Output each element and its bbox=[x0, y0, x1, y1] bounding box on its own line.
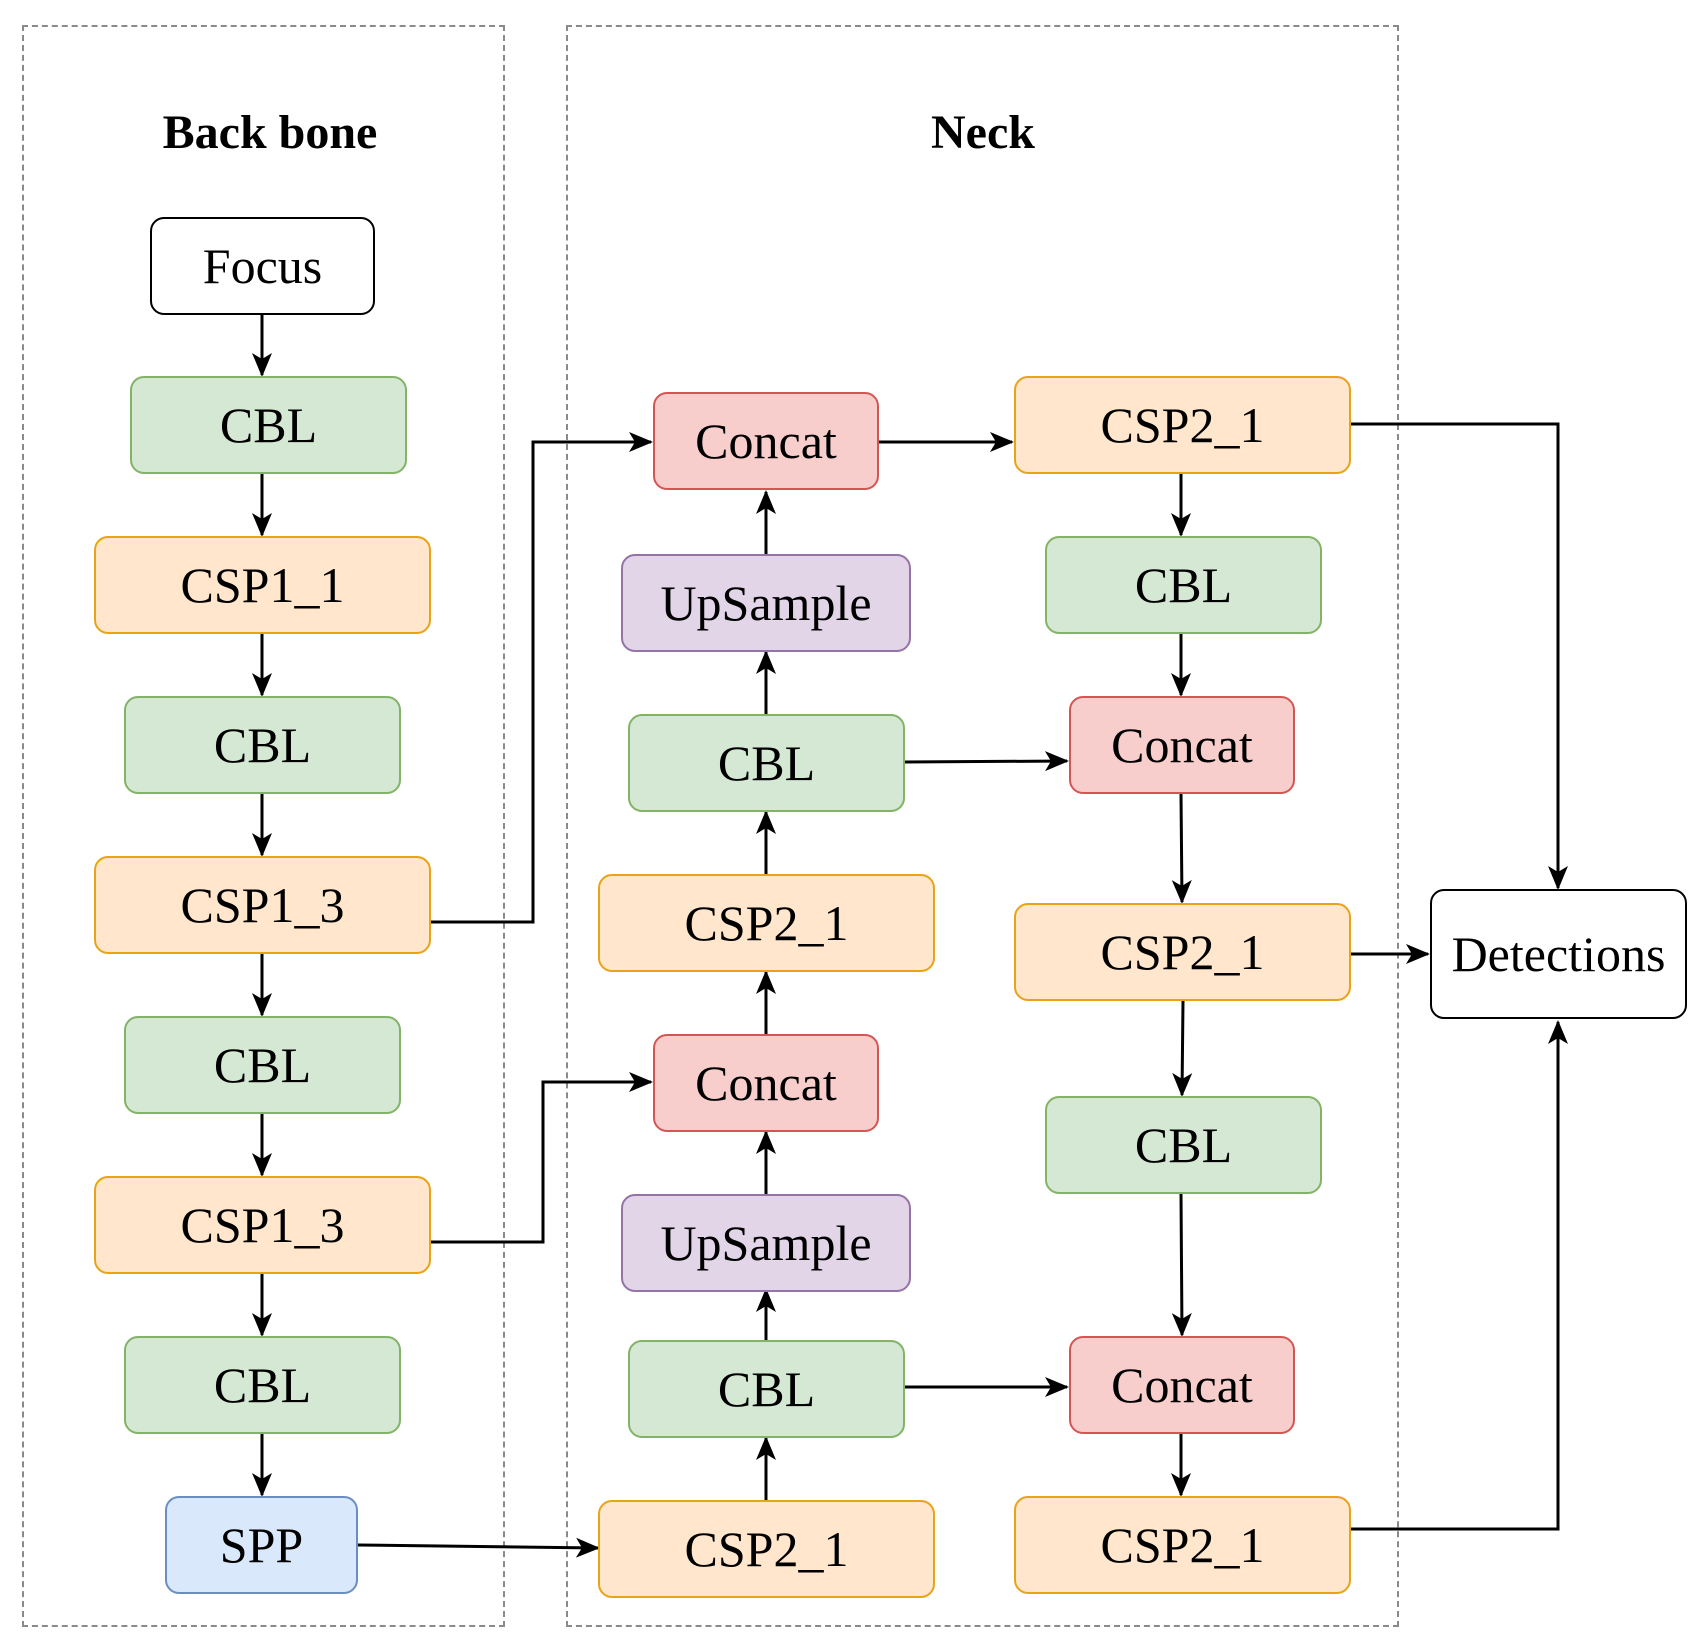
neck-concat-node-1: Concat bbox=[653, 392, 879, 490]
edge-r_csp2_1c-detections bbox=[1350, 1020, 1568, 1531]
edge-r_csp2_1b-r_cbl2 bbox=[1172, 1000, 1193, 1097]
edge-spp-n_csp2_1b bbox=[357, 1537, 600, 1558]
neck-upsample-node-2: UpSample bbox=[621, 1194, 911, 1292]
backbone-cbl-node-4: CBL bbox=[124, 1336, 401, 1434]
neck-right-cbl-node-2: CBL bbox=[1045, 1096, 1322, 1194]
backbone-cbl-node-3: CBL bbox=[124, 1016, 401, 1114]
edge-r_cbl2-r_concat2 bbox=[1171, 1193, 1192, 1337]
neck-upsample-node-1: UpSample bbox=[621, 554, 911, 652]
neck-csp2-1-node-1: CSP2_1 bbox=[598, 874, 935, 972]
backbone-csp1-1-node: CSP1_1 bbox=[94, 536, 431, 634]
spp-node: SPP bbox=[165, 1496, 358, 1594]
neck-title: Neck bbox=[931, 106, 1035, 159]
backbone-cbl-node-1: CBL bbox=[130, 376, 407, 474]
neck-right-csp2-1-node-2: CSP2_1 bbox=[1014, 903, 1351, 1001]
neck-cbl-node-1: CBL bbox=[628, 714, 905, 812]
backbone-cbl-node-2: CBL bbox=[124, 696, 401, 794]
backbone-panel bbox=[22, 25, 505, 1627]
detections-node: Detections bbox=[1430, 889, 1687, 1019]
neck-right-cbl-node-1: CBL bbox=[1045, 536, 1322, 634]
edge-csp1_3b-n_concat2 bbox=[430, 1072, 653, 1244]
focus-node: Focus bbox=[150, 217, 375, 315]
backbone-csp1-3-node-2: CSP1_3 bbox=[94, 1176, 431, 1274]
backbone-csp1-3-node-1: CSP1_3 bbox=[94, 856, 431, 954]
neck-cbl-node-2: CBL bbox=[628, 1340, 905, 1438]
neck-right-concat-node-1: Concat bbox=[1069, 696, 1295, 794]
edge-r_csp2_1a-detections bbox=[1350, 422, 1568, 890]
neck-right-concat-node-2: Concat bbox=[1069, 1336, 1295, 1434]
neck-csp2-1-node-2: CSP2_1 bbox=[598, 1500, 935, 1598]
neck-panel bbox=[566, 25, 1399, 1627]
neck-right-csp2-1-node-1: CSP2_1 bbox=[1014, 376, 1351, 474]
backbone-title: Back bone bbox=[162, 106, 378, 159]
edge-n_cbl1-r_concat1 bbox=[904, 751, 1069, 772]
edge-r_concat1-r_csp2_1b bbox=[1171, 793, 1192, 904]
neck-concat-node-2: Concat bbox=[653, 1034, 879, 1132]
edge-csp1_3a-n_concat1 bbox=[430, 432, 653, 924]
neck-right-csp2-1-node-3: CSP2_1 bbox=[1014, 1496, 1351, 1594]
